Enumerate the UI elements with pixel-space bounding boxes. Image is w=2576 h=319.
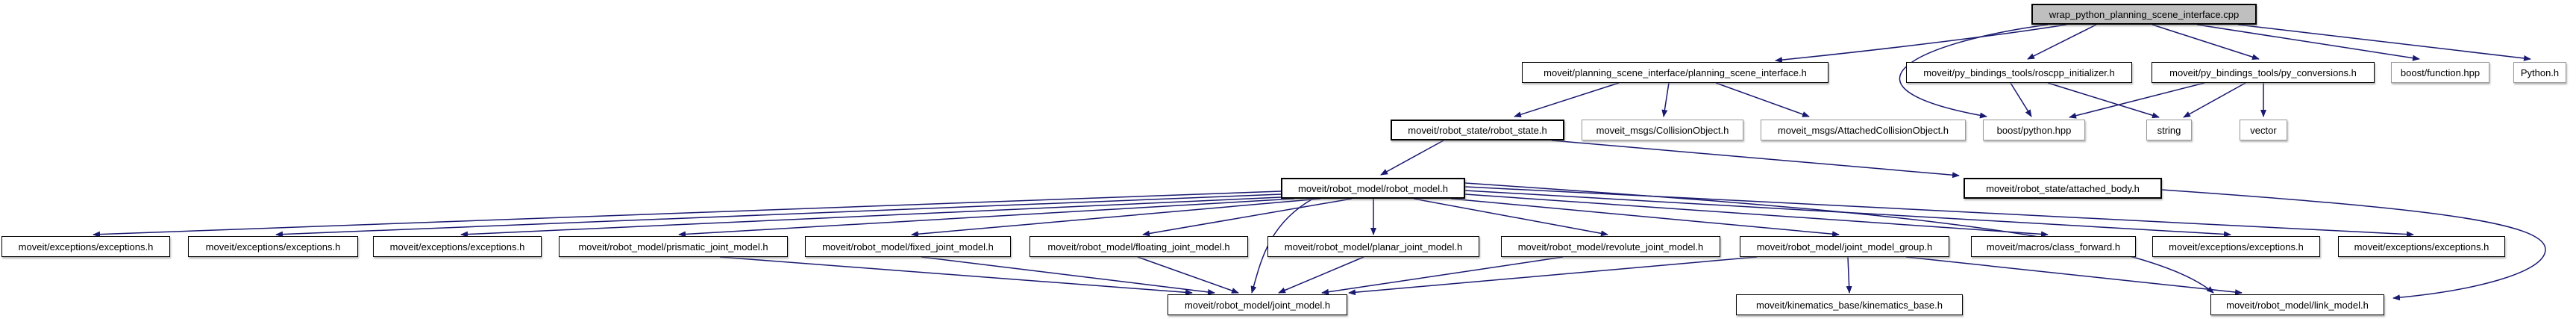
node-prismatic-joint-model-h[interactable]: moveit/robot_model/prismatic_joint_model… [559, 236, 788, 257]
node-link-model-h[interactable]: moveit/robot_model/link_model.h [2210, 294, 2384, 315]
edge-robot-model-to-exceptions-5 [1464, 186, 2414, 238]
edge-roscpp-to-boost-python [2010, 82, 2032, 117]
node-roscpp-initializer-h[interactable]: moveit/py_bindings_tools/roscpp_initiali… [1906, 62, 2132, 83]
node-exceptions-h-3[interactable]: moveit/exceptions/exceptions.h [373, 236, 542, 257]
edge-robot-model-to-exceptions-2 [275, 193, 1282, 238]
edge-robot-model-to-fixed [911, 198, 1321, 238]
edge-roscpp-to-string [2047, 82, 2160, 119]
edge-py-conversions-to-string [2183, 82, 2246, 118]
node-planning-scene-interface-h[interactable]: moveit/planning_scene_interface/planning… [1522, 62, 1828, 83]
node-vector: vector [2240, 120, 2287, 140]
node-class-forward-h[interactable]: moveit/macros/class_forward.h [1971, 236, 2136, 257]
node-exceptions-h-1[interactable]: moveit/exceptions/exceptions.h [1, 236, 170, 257]
node-collision-object-h: moveit_msgs/CollisionObject.h [1582, 120, 1743, 140]
edge-revolute-to-joint-model [1321, 256, 1564, 295]
edge-planning-to-robot-state [1514, 82, 1620, 118]
node-floating-joint-model-h[interactable]: moveit/robot_model/floating_joint_model.… [1030, 236, 1248, 257]
edge-robot-model-to-class-forward [1464, 193, 2049, 238]
edge-robot-model-to-prismatic [678, 198, 1295, 238]
node-revolute-joint-model-h[interactable]: moveit/robot_model/revolute_joint_model.… [1501, 236, 1720, 257]
edge-cpp-to-roscpp-initializer [2027, 24, 2097, 60]
node-joint-model-group-h[interactable]: moveit/robot_model/joint_model_group.h [1740, 236, 1949, 257]
node-boost-python-hpp: boost/python.hpp [1983, 120, 2085, 140]
node-python-h: Python.h [2513, 62, 2566, 83]
edge-py-conversions-to-boost-python [2069, 82, 2205, 119]
node-joint-model-h[interactable]: moveit/robot_model/joint_model.h [1168, 294, 1347, 315]
edge-planning-to-attached-collision-object [1715, 82, 1810, 117]
edge-prismatic-to-joint-model [719, 256, 1193, 296]
edge-joint-model-group-to-kinematics-base [1846, 256, 1852, 294]
node-attached-body-h[interactable]: moveit/robot_state/attached_body.h [1964, 178, 2162, 199]
edge-robot-state-to-attached-body [1551, 140, 1960, 179]
node-string: string [2146, 120, 2192, 140]
node-wrap-python-planning-scene-interface-cpp: wrap_python_planning_scene_interface.cpp [2031, 4, 2257, 25]
node-kinematics-base-h[interactable]: moveit/kinematics_base/kinematics_base.h [1736, 294, 1963, 315]
edge-cpp-to-planning-scene-interface [1775, 24, 2067, 64]
edge-cpp-to-python-h [2237, 24, 2531, 61]
edge-floating-to-joint-model [1137, 256, 1239, 294]
edge-cpp-to-boost-function [2196, 24, 2420, 61]
edge-cpp-to-py-conversions [2152, 24, 2260, 61]
node-py-conversions-h[interactable]: moveit/py_bindings_tools/py_conversions.… [2152, 62, 2375, 83]
edge-robot-model-to-floating [1142, 198, 1353, 237]
node-boost-function-hpp: boost/function.hpp [2391, 62, 2489, 83]
node-exceptions-h-4[interactable]: moveit/exceptions/exceptions.h [2152, 236, 2320, 257]
edge-planning-to-collision-object [1661, 82, 1670, 117]
node-exceptions-h-5[interactable]: moveit/exceptions/exceptions.h [2338, 236, 2505, 257]
edge-fixed-to-joint-model [921, 256, 1215, 295]
edge-planar-to-joint-model [1278, 256, 1364, 294]
node-robot-state-h[interactable]: moveit/robot_state/robot_state.h [1391, 120, 1564, 140]
edge-robot-model-to-exceptions-1 [93, 191, 1282, 238]
node-planar-joint-model-h[interactable]: moveit/robot_model/planar_joint_model.h [1267, 236, 1479, 257]
edge-joint-model-group-to-joint-model [1348, 256, 1758, 296]
node-attached-collision-object-h: moveit_msgs/AttachedCollisionObject.h [1761, 120, 1966, 140]
edge-robot-model-to-link-model [1464, 182, 2214, 294]
node-exceptions-h-2[interactable]: moveit/exceptions/exceptions.h [188, 236, 358, 257]
edge-robot-model-to-revolute [1413, 198, 1608, 237]
edge-robot-state-to-robot-model [1380, 140, 1444, 176]
node-fixed-joint-model-h[interactable]: moveit/robot_model/fixed_joint_model.h [805, 236, 1011, 257]
edge-robot-model-to-joint-model-group [1450, 198, 1840, 238]
edge-joint-model-group-to-link-model [1905, 256, 2243, 296]
edge-robot-model-to-exceptions-3 [460, 196, 1282, 238]
node-robot-model-h[interactable]: moveit/robot_model/robot_model.h [1281, 178, 1465, 199]
edge-attached-body-to-link-model [2161, 189, 2546, 301]
